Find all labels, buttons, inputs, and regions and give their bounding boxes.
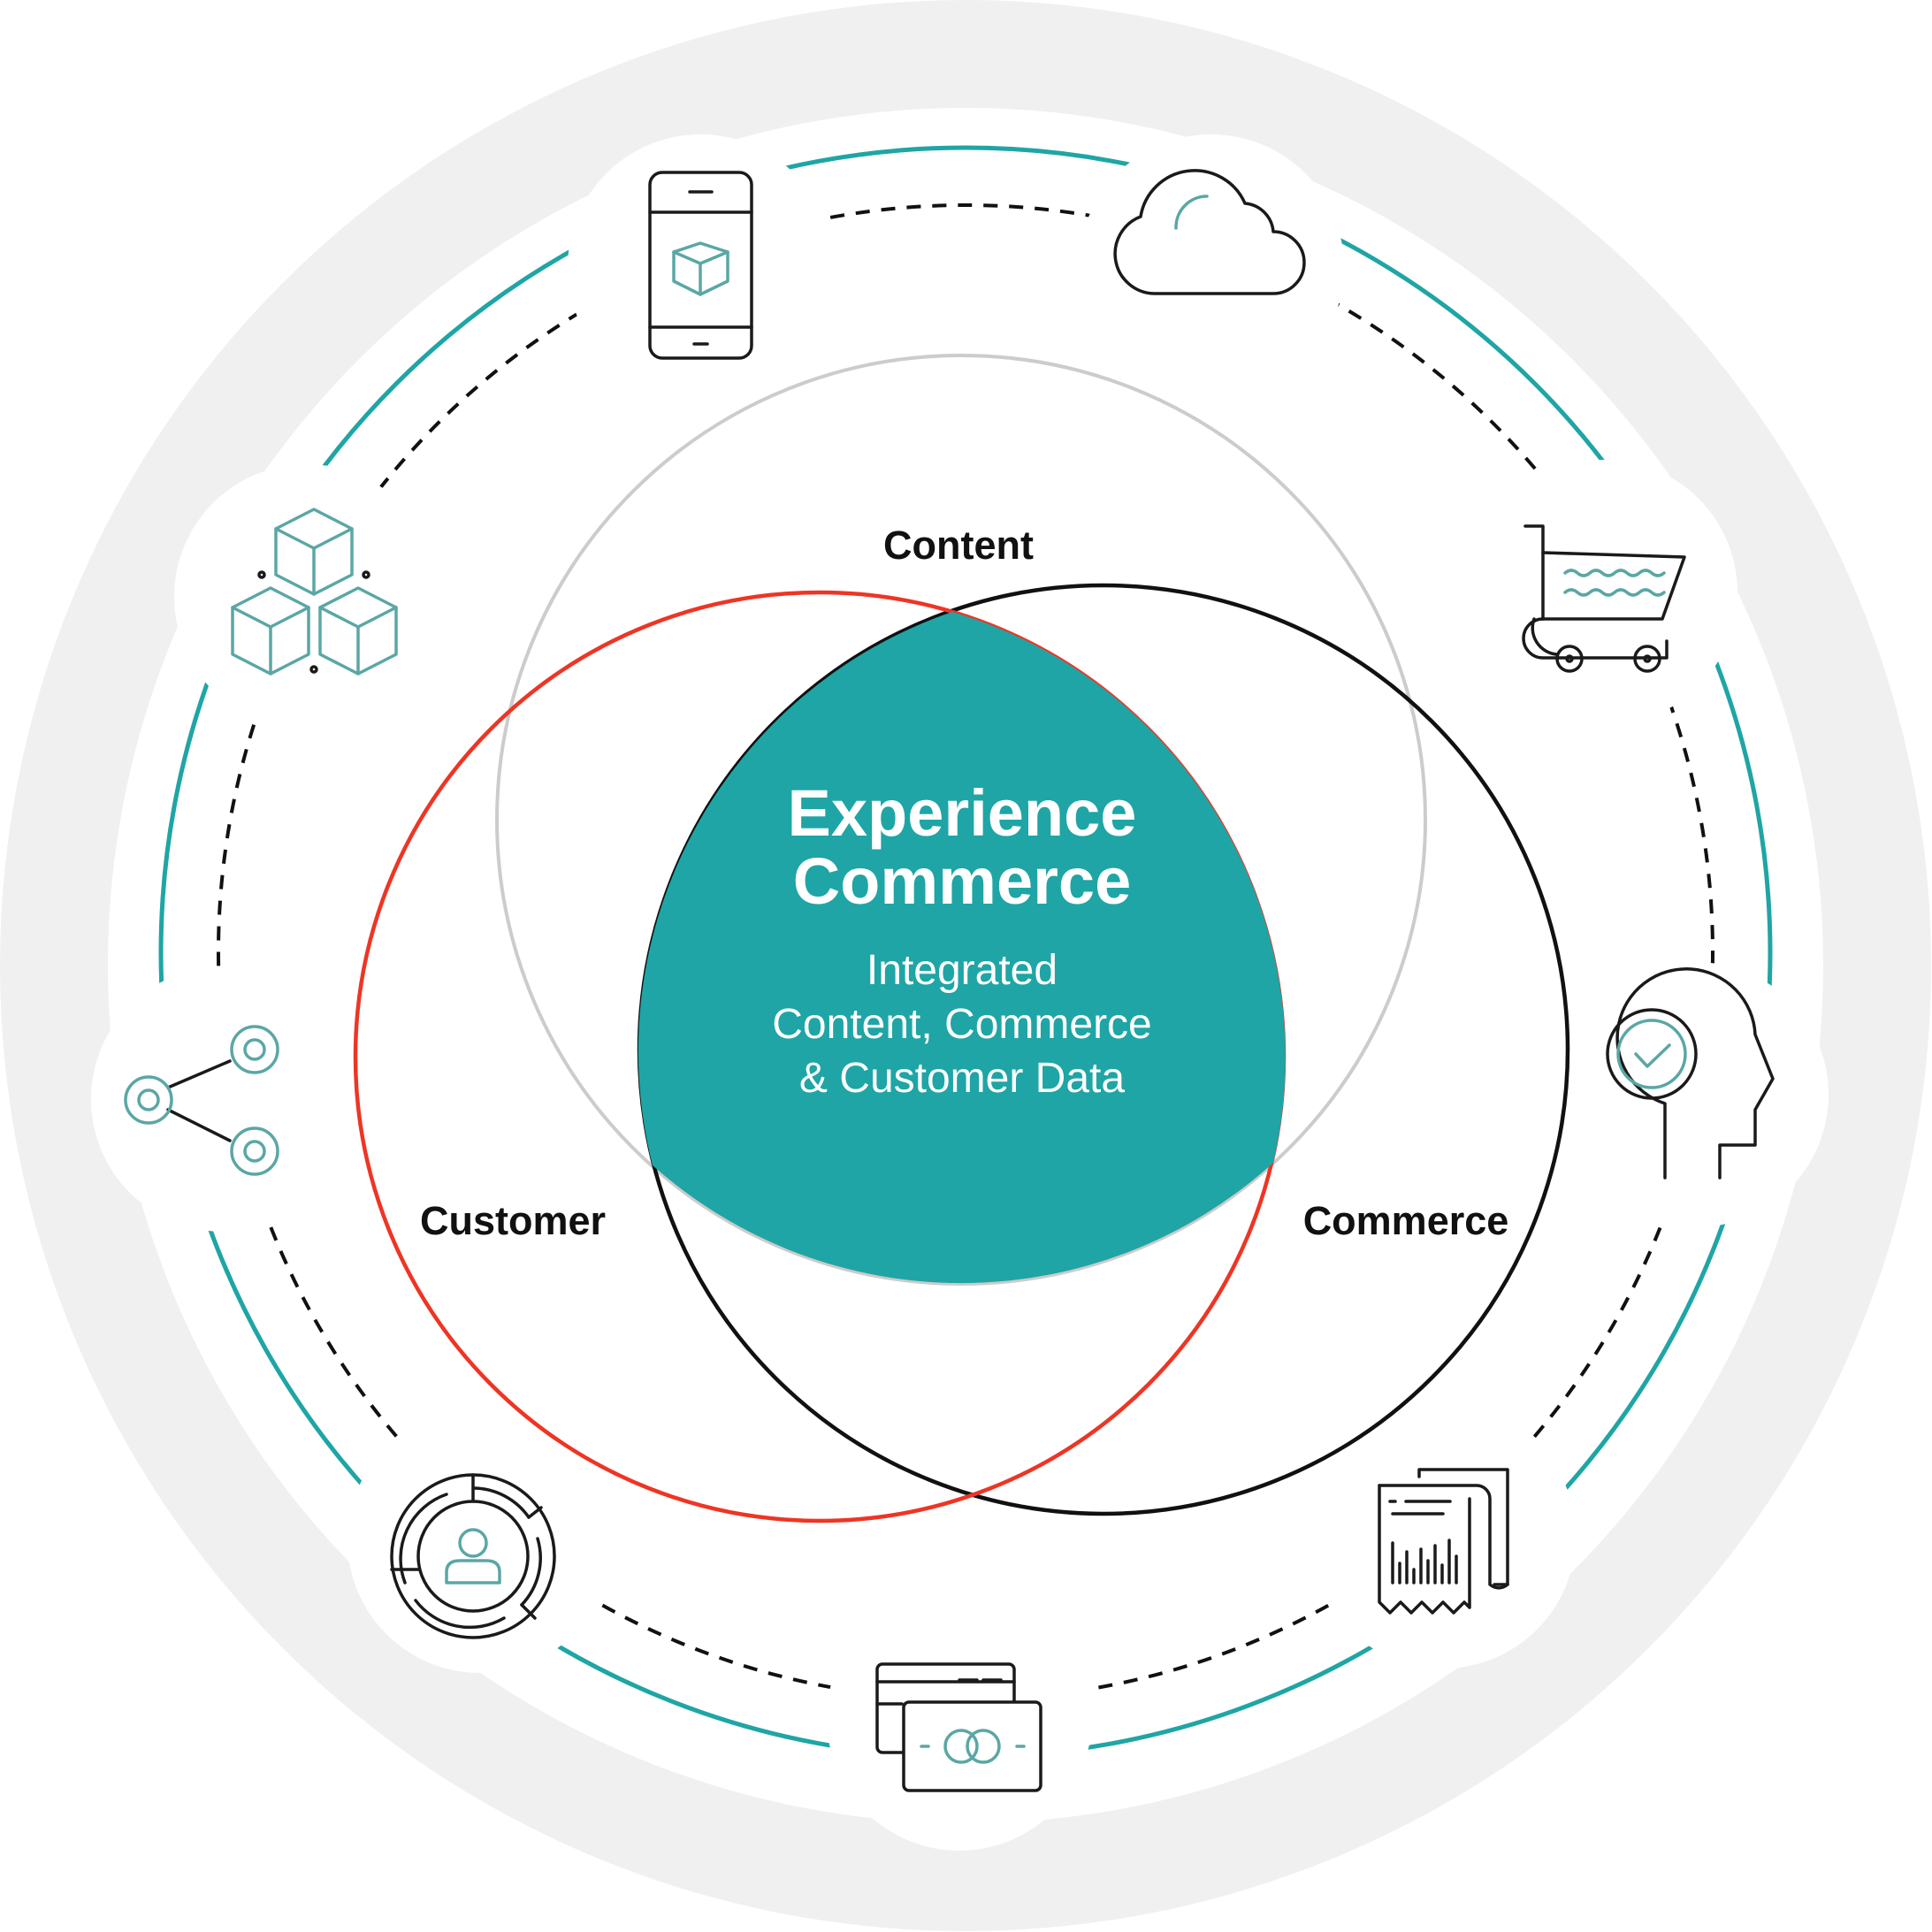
content-circle [495, 354, 1427, 1286]
dashed-orbit [217, 203, 1714, 1701]
head-checkmark-icon [1606, 967, 1775, 1180]
shopping-cart-icon [1522, 524, 1686, 673]
center-title-line1: Experience [788, 776, 1137, 850]
experience-commerce-center [638, 612, 1286, 1284]
center-subtitle-line3: & Customer Data [799, 1055, 1125, 1102]
customer-target-icon [390, 1473, 556, 1639]
mobile-app-icon [648, 171, 753, 360]
center-subtitle-line1: Integrated [867, 947, 1058, 994]
building-blocks-icon [231, 508, 398, 676]
cloud-icon [1113, 169, 1306, 295]
center-subtitle-line2: Content, Commerce [772, 1001, 1152, 1048]
content-label: Content [883, 523, 1034, 568]
center-title-line2: Commerce [793, 844, 1132, 918]
commerce-label: Commerce [1303, 1198, 1509, 1243]
share-network-icon [124, 1025, 279, 1176]
customer-label: Customer [420, 1198, 606, 1243]
receipt-report-icon [1378, 1468, 1509, 1615]
payment-cards-icon [875, 1662, 1042, 1792]
